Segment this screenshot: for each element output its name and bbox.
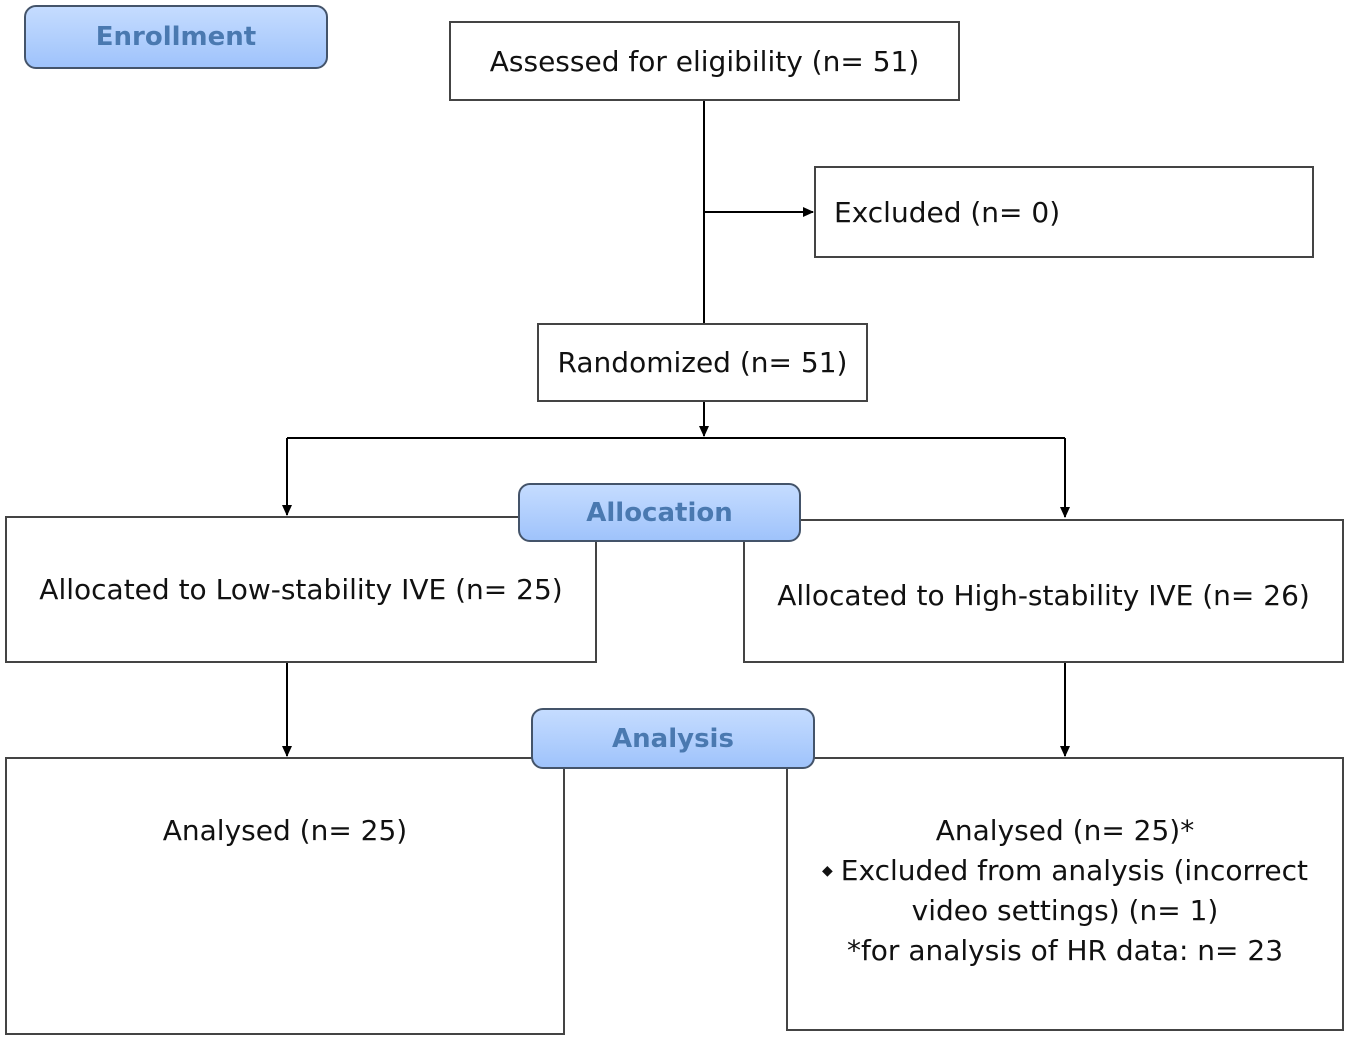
bullet-icon: ◆	[822, 863, 833, 880]
assessed-text: Assessed for eligibility (n= 51)	[489, 44, 920, 78]
allocated-low-text: Allocated to Low-stability IVE (n= 25)	[39, 573, 563, 606]
assessed-box: Assessed for eligibility (n= 51)	[449, 21, 960, 101]
hr-data-note: *for analysis of HR data: n= 23	[846, 934, 1284, 967]
allocation-label-text: Allocation	[586, 497, 733, 528]
allocation-label: Allocation	[518, 483, 801, 542]
randomized-box: Randomized (n= 51)	[537, 323, 868, 402]
analysed-high-content: Analysed (n= 25)* ◆ Excluded from analysi…	[822, 813, 1308, 968]
video-settings-text: video settings) (n= 1)	[911, 894, 1219, 927]
analysed-high-box: Analysed (n= 25)* ◆ Excluded from analysi…	[786, 757, 1344, 1031]
allocated-high-box: Allocated to High-stability IVE (n= 26)	[743, 519, 1344, 663]
enrollment-label-text: Enrollment	[95, 22, 257, 52]
excluded-analysis-line: ◆ Excluded from analysis (incorrect	[822, 853, 1308, 888]
excluded-text: Excluded (n= 0)	[834, 195, 1061, 229]
analysis-label-text: Analysis	[612, 723, 734, 754]
excluded-box: Excluded (n= 0)	[814, 166, 1314, 258]
analysis-label: Analysis	[531, 708, 815, 769]
randomized-text: Randomized (n= 51)	[557, 346, 848, 379]
allocated-low-box: Allocated to Low-stability IVE (n= 25)	[5, 516, 597, 663]
allocated-high-text: Allocated to High-stability IVE (n= 26)	[777, 578, 1310, 612]
analysed-low-box: Analysed (n= 25)	[5, 757, 565, 1035]
analysed-low-text: Analysed (n= 25)	[162, 814, 408, 847]
enrollment-label: Enrollment	[24, 5, 328, 69]
excluded-analysis-text: Excluded from analysis (incorrect	[840, 854, 1308, 887]
analysed-high-text: Analysed (n= 25)*	[935, 814, 1195, 847]
